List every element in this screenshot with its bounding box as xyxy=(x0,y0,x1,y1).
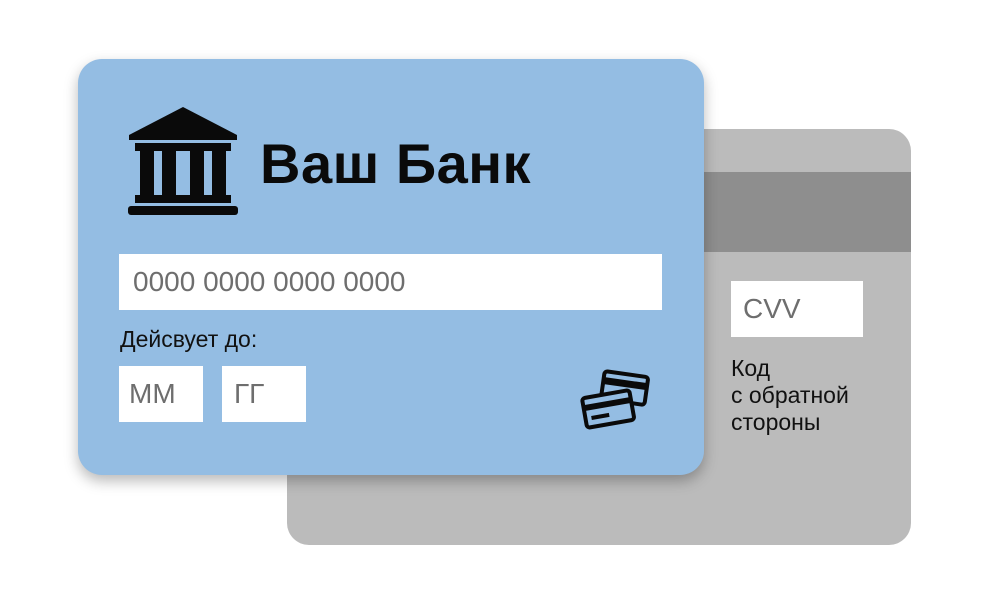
expiry-year-input[interactable] xyxy=(222,366,306,422)
credit-cards-icon xyxy=(580,369,650,430)
card-front: Ваш Банк Дейсвует до: xyxy=(78,59,704,475)
expiry-month-input[interactable] xyxy=(119,366,203,422)
cvv-caption: Код с обратной стороны xyxy=(731,355,901,436)
bank-building-icon xyxy=(128,107,238,215)
cvv-input[interactable] xyxy=(731,281,863,337)
cvv-caption-line: стороны xyxy=(731,409,821,435)
cvv-caption-line: с обратной xyxy=(731,382,849,408)
bank-name: Ваш Банк xyxy=(260,132,532,195)
valid-until-label: Дейсвует до: xyxy=(120,326,258,352)
card-number-input[interactable] xyxy=(119,254,662,310)
cvv-caption-line: Код xyxy=(731,355,771,381)
